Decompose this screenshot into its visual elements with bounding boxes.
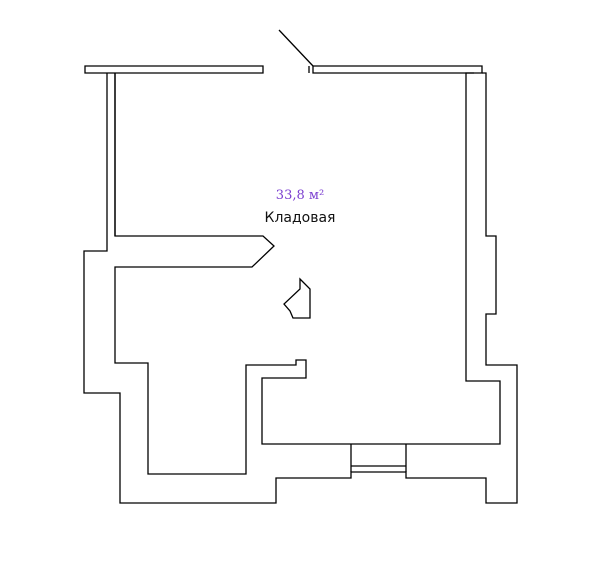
- wall-top-right: [312, 65, 483, 74]
- wall-top-left: [84, 65, 264, 74]
- bottom-opening: [350, 444, 407, 472]
- inner-wall-contour: [114, 72, 501, 475]
- outer-wall-contour: [83, 72, 518, 504]
- door-swing: [278, 29, 314, 67]
- room-area-label: 33,8 м²: [275, 188, 325, 203]
- room-name-label: Кладовая: [264, 210, 336, 226]
- column: [283, 277, 311, 319]
